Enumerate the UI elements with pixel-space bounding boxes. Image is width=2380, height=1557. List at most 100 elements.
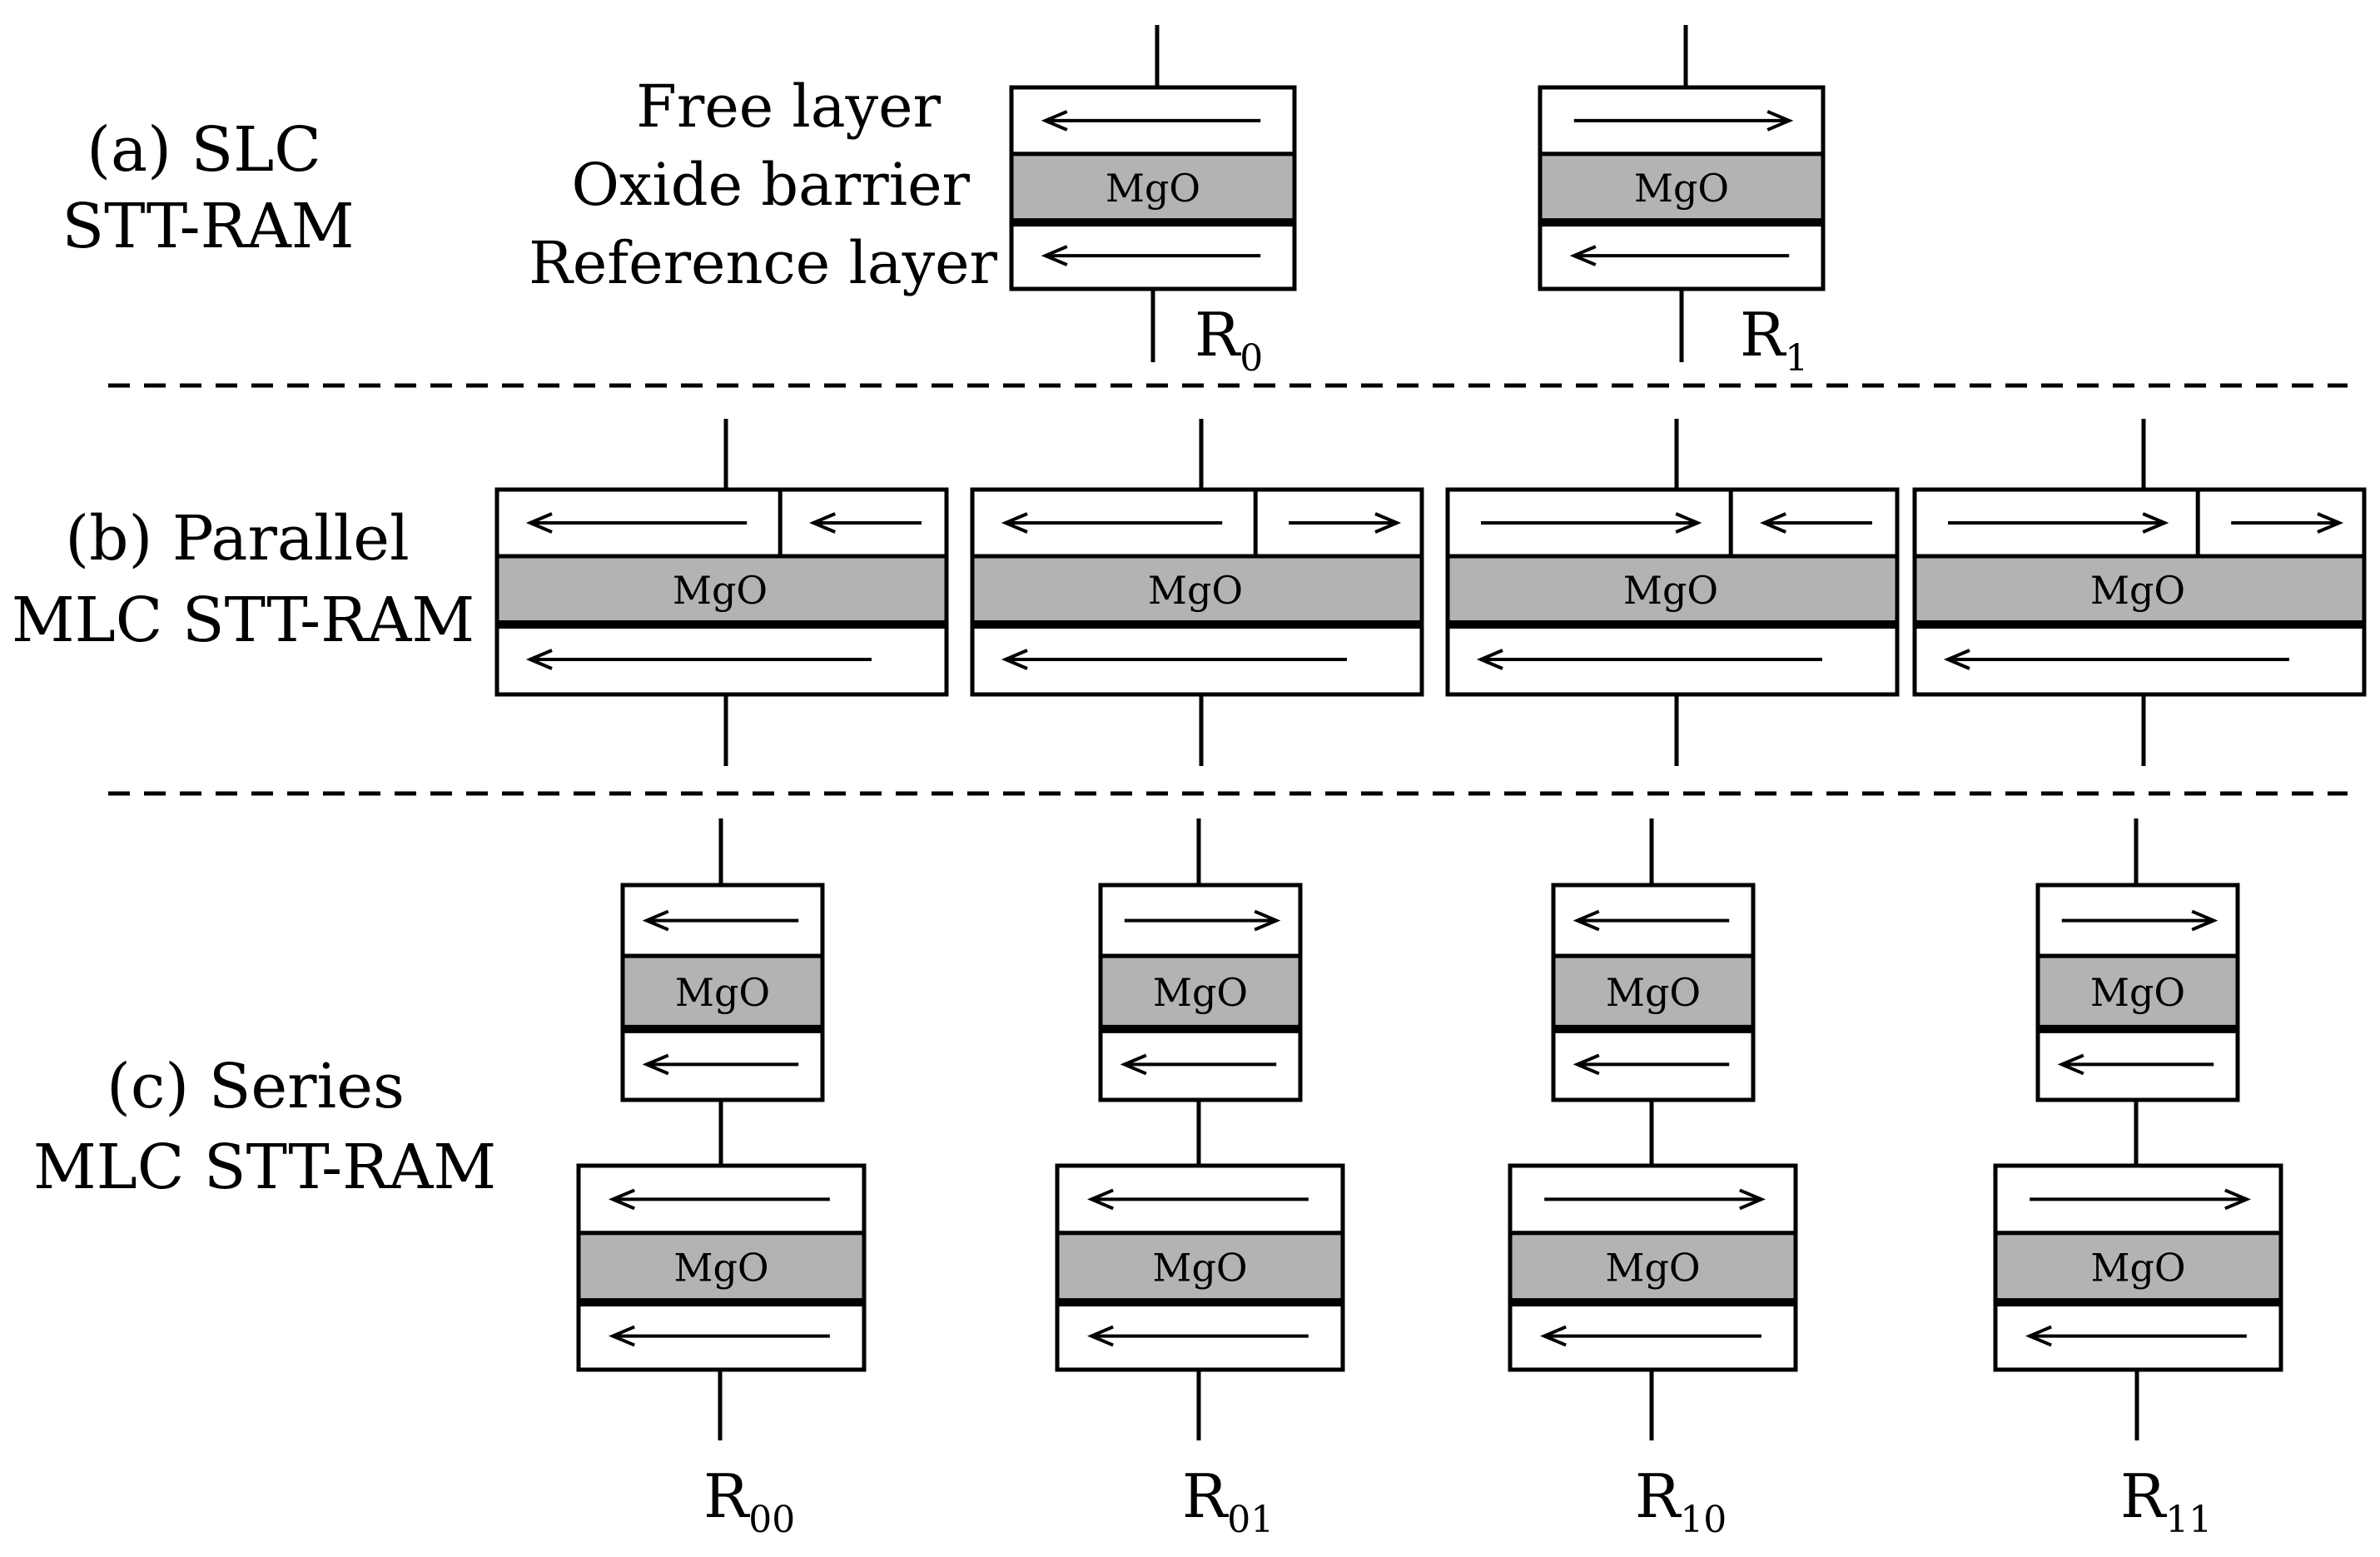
parallel-cell-1-free-small-arrow [1289, 512, 1402, 534]
slc-cell-1-free-arrow [1573, 110, 1794, 132]
series-cell-1-small-mtj-barrier [1098, 953, 1303, 1032]
series-cell-3-small-mtj-ref-arrow [2057, 1053, 2214, 1076]
parallel-cell-0: MgO [494, 419, 949, 766]
parallel-cell-0-free-small-arrow [809, 512, 922, 534]
series-cell-3-small-mtj: MgO [2035, 883, 2240, 1102]
series-cell-0-large-mtj-mgo-label: MgO [673, 1246, 768, 1291]
parallel-cell-0-ref-arrow [525, 649, 872, 670]
series-cell-2-large-mtj-ref-arrow-head [1540, 1325, 1567, 1347]
series-cell-0: MgO MgO [576, 818, 867, 1440]
series-cell-1-small-mtj: MgO [1098, 883, 1303, 1102]
parallel-cell-3-free-small-arrow-head [2317, 512, 2344, 534]
slc-cell-1-barrier [1538, 152, 1826, 225]
series-cell-3-small-mtj-free-arrow-head [2191, 909, 2219, 932]
parallel-cell-3-free-small-arrow [2231, 512, 2344, 534]
series-cell-3-large-mtj-mgo-label: MgO [2090, 1246, 2185, 1291]
series-cell-3-small-mtj-barrier [2035, 953, 2240, 1032]
series-cell-2-small-mtj-mgo-label: MgO [1606, 970, 1701, 1015]
series-cell-3-large-mtj-ref-arrow-head [2025, 1325, 2052, 1347]
parallel-cell-3-ref-arrow-head [1943, 649, 1970, 670]
parallel-cell-0-free-small-arrow-head [809, 512, 836, 534]
parallel-cell-1-free-small-arrow-head [1374, 512, 1402, 534]
series-cell-3-large-mtj-free-arrow-head [2224, 1188, 2251, 1211]
parallel-cell-2-ref-arrow-head [1476, 649, 1503, 670]
series-cell-0-small-mtj-free-arrow-head [642, 909, 669, 932]
series-cell-2-large-mtj-free-arrow-head [1739, 1188, 1766, 1211]
series-cell-1-large-mtj-ref-arrow [1087, 1325, 1309, 1347]
section-c-title: (c) Series [107, 1051, 405, 1122]
parallel-cell-1-free-large-arrow [1001, 512, 1223, 534]
series-cell-2: MgO MgO [1508, 818, 1798, 1440]
parallel-cell-1-barrier [970, 554, 1424, 627]
slc-cell-0-ref-arrow [1041, 245, 1261, 266]
series-cell-2-large-mtj: MgO [1508, 1163, 1798, 1372]
section-c-subtitle: MLC STT-RAM [33, 1132, 496, 1203]
series-cell-1: MgO MgO [1055, 818, 1345, 1440]
series-cell-1-large-mtj-barrier [1055, 1231, 1345, 1305]
resistance-label-slc-0: R0 [1195, 300, 1263, 380]
parallel-cell-2-free-large-arrow [1481, 512, 1702, 534]
series-cell-3-small-mtj-free-arrow [2061, 909, 2219, 932]
resistance-label-series-1: R01 [1182, 1461, 1274, 1541]
parallel-cell-1: MgO [970, 419, 1424, 766]
parallel-cell-2-free-small-arrow-head [1760, 512, 1786, 534]
series-cell-1-small-mtj-free-arrow-head [1254, 909, 1281, 932]
parallel-cell-1-ref-arrow [1001, 649, 1347, 670]
free-layer-label: Free layer [636, 72, 941, 141]
series-cell-3-large-mtj-ref-arrow [2025, 1325, 2247, 1347]
series-cell-0-large-mtj-ref-arrow [609, 1325, 830, 1347]
slc-cell-1-free-arrow-head [1766, 110, 1794, 132]
series-cell-1-small-mtj-mgo-label: MgO [1153, 970, 1248, 1015]
oxide-barrier-label: Oxide barrier [572, 151, 971, 219]
series-cell-1-large-mtj-mgo-label: MgO [1152, 1246, 1247, 1291]
parallel-cell-1-mgo-label: MgO [1148, 568, 1243, 613]
series-cell-2-small-mtj-ref-arrow-head [1573, 1053, 1600, 1076]
series-cell-2-large-mtj-barrier [1508, 1231, 1798, 1305]
series-cell-2-small-mtj-barrier [1551, 953, 1756, 1032]
reference-layer-label: Reference layer [529, 229, 997, 297]
series-cell-3-large-mtj: MgO [1993, 1163, 2283, 1372]
parallel-cell-0-mgo-label: MgO [673, 568, 768, 613]
series-cell-0-large-mtj-free-arrow [609, 1188, 830, 1211]
series-cell-1-large-mtj-free-arrow-head [1087, 1188, 1114, 1211]
parallel-cell-2-free-small-arrow [1760, 512, 1872, 534]
series-cell-0-small-mtj-ref-arrow [642, 1053, 799, 1076]
slc-cell-0-free-arrow-head [1041, 110, 1068, 132]
series-cell-2-small-mtj-free-arrow [1573, 909, 1730, 932]
series-cell-0-small-mtj: MgO [620, 883, 825, 1102]
resistance-label-series-2: R10 [1635, 1461, 1727, 1541]
series-cell-3-small-mtj-ref-arrow-head [2057, 1053, 2084, 1076]
slc-cell-0-mgo-label: MgO [1106, 166, 1200, 211]
series-cell-3-large-mtj-barrier [1993, 1231, 2283, 1305]
section-b-title: (b) Parallel [65, 503, 410, 575]
series-cell-0-small-mtj-barrier [620, 953, 825, 1032]
series-cell-2-small-mtj-ref-arrow [1573, 1053, 1730, 1076]
slc-cell-0: MgO [1009, 85, 1297, 291]
section-b-subtitle: MLC STT-RAM [12, 584, 475, 656]
parallel-cell-0-free-large-arrow [525, 512, 748, 534]
section-a-subtitle: STT-RAM [62, 191, 354, 262]
parallel-cell-3: MgO [1912, 419, 2367, 766]
slc-cell-1-mgo-label: MgO [1634, 166, 1729, 211]
series-cell-3-large-mtj-free-arrow [2030, 1188, 2251, 1211]
series-cell-3: MgO MgO [1993, 818, 2283, 1440]
series-cell-0-large-mtj-ref-arrow-head [609, 1325, 635, 1347]
series-cell-3-small-mtj-mgo-label: MgO [2090, 970, 2185, 1015]
parallel-cell-0-ref-arrow-head [525, 649, 553, 670]
parallel-cell-2: MgO [1445, 419, 1900, 766]
series-cell-2-small-mtj: MgO [1551, 883, 1756, 1102]
series-cell-1-small-mtj-ref-arrow [1120, 1053, 1277, 1076]
parallel-cell-3-mgo-label: MgO [2090, 568, 2185, 613]
resistance-label-series-3: R11 [2120, 1461, 2212, 1541]
resistance-label-slc-1: R1 [1740, 300, 1808, 380]
series-cell-2-large-mtj-mgo-label: MgO [1605, 1246, 1700, 1291]
series-cell-1-small-mtj-free-arrow [1124, 909, 1281, 932]
series-cell-0-small-mtj-free-arrow [642, 909, 799, 932]
series-cell-0-small-mtj-mgo-label: MgO [675, 970, 770, 1015]
parallel-cell-3-free-large-arrow-head [2142, 512, 2169, 534]
slc-cell-1-ref-arrow-head [1569, 245, 1597, 266]
parallel-cell-0-free-large-arrow-head [525, 512, 553, 534]
